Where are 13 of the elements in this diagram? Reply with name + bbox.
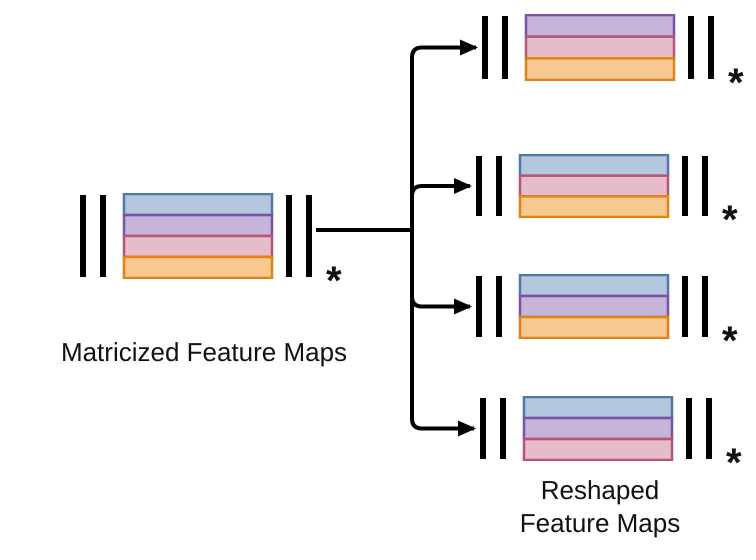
matrix-norm-drawing [478, 396, 714, 461]
caption-text: Matricized Feature Maps [60, 336, 348, 368]
norm-subscript: * [722, 321, 738, 361]
matrix-norm-drawing [78, 193, 314, 279]
matrix-norm-drawing [474, 274, 710, 339]
norm-subscript: * [728, 63, 744, 103]
caption-text: Reshaped Feature Maps [518, 474, 682, 539]
norm-subscript: * [326, 261, 342, 301]
matrix-norm-drawing [474, 154, 710, 218]
norm-subscript: * [726, 443, 742, 483]
matrix-norm-drawing [480, 14, 716, 81]
norm-subscript: * [722, 200, 738, 240]
arrow [316, 228, 476, 436]
